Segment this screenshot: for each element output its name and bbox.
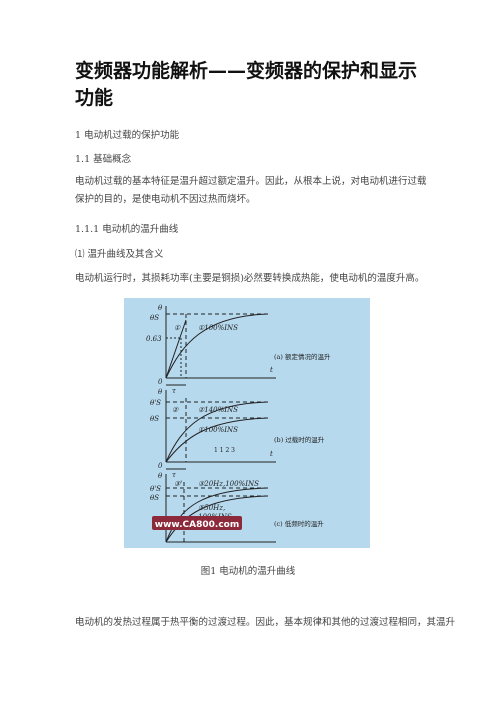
panel-b-theta-label: θ [158,388,163,396]
panel-a-curve-label: ①100%INS [198,324,238,332]
panel-b-origin: 0 [158,462,163,470]
panel-c-curve-3 [165,487,269,543]
paragraph-losses: 电动机运行时，其损耗功率(主要是铜损)必然要转换成热能，使电动机的温度升高。 [75,273,425,284]
panel-a-caption: (a) 额定情况的温升 [274,352,331,361]
panel-b-theta-s-prime: θ'S [150,399,161,407]
panel-b-curve-2-label: ②140%INS [198,406,238,414]
panel-c-theta-label: θ [158,472,163,480]
figure-caption: 图1 电动机的温升曲线 [200,566,296,577]
panel-c-curve-3-num: ③' [174,480,182,488]
panel-b-curve-2-num: ② [172,406,179,414]
heading-temp-curve: ⑴ 温升曲线及其含义 [75,249,164,260]
panel-a-theta-label: θ [158,304,163,312]
panel-c-curve-5-label-1: ⑤50Hz, [198,504,225,512]
panel-b-caption: (b) 过载时的温升 [274,435,325,444]
panel-a-tangent [165,319,187,379]
panel-b-curve-2 [165,401,269,463]
panel-a-theta-s-label: θS [150,314,159,322]
paragraph-heating: 电动机的发热过程属于热平衡的过渡过程。因此，基本规律和其他的过渡过程相同，其温升 [75,617,456,628]
panel-b-t-marks: 1 1 2 3 [214,447,235,454]
document-title: 变频器功能解析——变频器的保护和显示功能 [75,60,418,109]
panel-b-curve-1 [165,417,269,463]
panel-a-t-axis: t [270,366,273,374]
panel-c-theta-s: θS [150,494,159,502]
temperature-rise-diagram: θ θS 0.63 ① ①100%INS 0 τ t (a) 额定情况的温升 θ… [146,304,331,543]
panel-c-theta-s-prime: θ'S [150,485,161,493]
heading-1-1-1: 1.1.1 电动机的温升曲线 [75,224,179,235]
panel-b-t-axis: t [270,450,273,458]
panel-b-curve-1-label: ①100%INS [198,426,238,434]
panel-c-curve-5 [165,495,269,543]
panel-a-curve-1 [165,313,269,379]
heading-1: 1 电动机过载的保护功能 [75,130,180,141]
temperature-rise-figure: θ θS 0.63 ① ①100%INS 0 τ t (a) 额定情况的温升 θ… [124,298,370,548]
panel-a-curve-num: ① [174,324,181,332]
panel-a-tau: τ [172,387,176,395]
panel-a-063-label: 0.63 [146,335,162,343]
panel-b-tau: τ [172,471,176,479]
watermark-badge [152,516,242,530]
panel-a-origin: 0 [158,378,163,386]
panel-b-theta-s: θS [150,415,159,423]
heading-1-1: 1.1 基础概念 [75,154,132,165]
watermark-text: www.CA800.com [155,520,239,530]
paragraph-overload: 电动机过载的基本特征是温升超过额定温升。因此，从根本上说，对电动机进行过载保护的… [75,176,427,205]
panel-c-caption: (c) 低频时的温升 [274,519,324,528]
panel-c-curve-3-label: ③20Hz,100%INS [198,480,259,488]
